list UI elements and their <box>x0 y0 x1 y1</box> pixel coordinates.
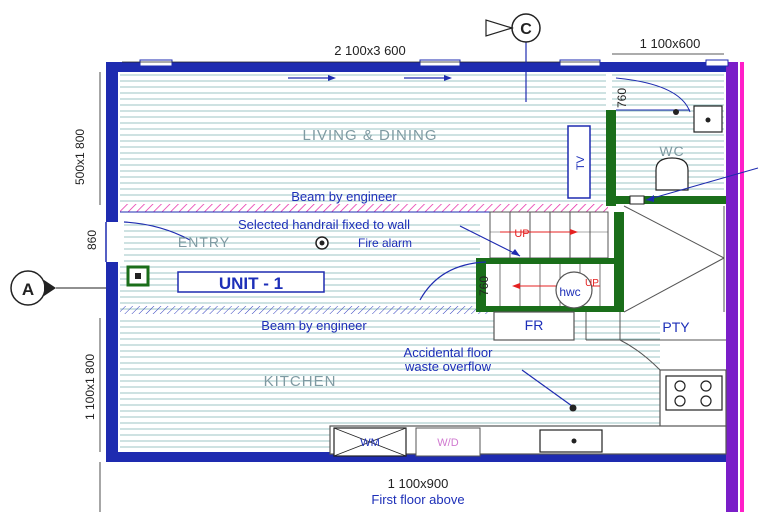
beam-lower <box>120 306 490 314</box>
room-kitchen: KITCHEN <box>264 373 337 390</box>
entry-floor <box>120 222 480 312</box>
note-beam-upper: Beam by engineer <box>291 189 397 204</box>
cooktop-burner-3 <box>674 395 686 407</box>
stair-up-arrowhead-1 <box>570 229 578 235</box>
dim-left-lower: 1 100x1 800 <box>83 354 97 420</box>
stair-wall-top <box>476 258 624 264</box>
dim-left-mid: 860 <box>85 230 99 250</box>
section-c-letter: C <box>520 21 532 38</box>
unit-label: UNIT - 1 <box>219 274 283 293</box>
window-top-2 <box>419 59 461 67</box>
wc-basin-drain <box>705 117 711 123</box>
note-overflow-1: Accidental floor <box>404 345 494 360</box>
dim-top-right: 1 100x600 <box>640 36 701 51</box>
wd-space <box>415 427 481 457</box>
stair-up-arrowhead-2 <box>512 283 520 289</box>
room-entry: ENTRY <box>178 234 230 250</box>
wc-wall-left <box>606 110 616 206</box>
dim-left-upper: 500x1 800 <box>73 129 87 185</box>
handrail-leader <box>459 225 521 257</box>
wall-right-purple <box>726 62 738 512</box>
beam-upper <box>120 204 608 212</box>
dim-door-top: 760 <box>615 88 629 108</box>
wc-wall-bottom <box>606 196 726 204</box>
wc-grate <box>629 195 645 205</box>
living-floor <box>120 72 606 204</box>
kitchen-sink-drain <box>571 438 577 444</box>
stair-up-label-2: UP <box>585 278 599 289</box>
dim-door-stair: 760 <box>477 276 491 296</box>
handrail-arrowhead <box>511 249 520 256</box>
cooktop-burner-1 <box>674 380 686 392</box>
label-hwc: hwc <box>559 285 580 299</box>
wc-toilet <box>655 157 689 191</box>
cooktop-burner-2 <box>700 380 712 392</box>
direction-arrowhead-1 <box>328 75 336 81</box>
tv-unit <box>567 125 591 199</box>
stair-wall-right <box>614 212 624 312</box>
note-overflow-2: waste overflow <box>404 359 492 374</box>
overflow-leader <box>521 369 573 407</box>
cooktop-burner-4 <box>700 395 712 407</box>
room-fr: FR <box>525 317 544 333</box>
kitchen-sink <box>539 429 603 453</box>
stair-treads <box>489 211 609 259</box>
unit-label-box <box>177 271 325 293</box>
note-fire-alarm: Fire alarm <box>358 236 412 250</box>
label-tv: TV <box>575 155 587 170</box>
cooktop <box>665 375 723 411</box>
stair-wall-bottom <box>476 306 624 312</box>
entry-door-gap <box>100 222 124 262</box>
stair-up-label-1: UP <box>514 228 529 240</box>
fridge-space <box>493 311 575 341</box>
room-pty: PTY <box>662 319 690 335</box>
first-floor-note: First floor above <box>371 492 464 507</box>
label-wm: WM <box>360 437 380 449</box>
window-top-1 <box>139 59 173 67</box>
dim-top-main: 2 100x3 600 <box>334 43 406 58</box>
entry-door-swing <box>123 221 191 241</box>
dim-bottom: 1 100x900 <box>388 476 449 491</box>
note-handrail: Selected handrail fixed to wall <box>238 217 410 232</box>
wall-bottom <box>106 452 728 462</box>
section-a-letter: A <box>22 280 34 299</box>
section-c-pointer <box>485 19 515 37</box>
room-wc: WC <box>659 143 684 159</box>
window-top-4 <box>705 59 729 67</box>
hwc-cylinder <box>555 271 593 309</box>
direction-arrowhead-2 <box>444 75 452 81</box>
stair-wall-left <box>476 258 486 312</box>
window-top-3 <box>559 59 601 67</box>
wc-leader-arrowhead <box>646 195 654 202</box>
floor-waste-point <box>569 404 577 412</box>
void-diag-1 <box>623 205 725 259</box>
room-living: LIVING & DINING <box>302 127 437 144</box>
meter-box-core <box>135 273 141 279</box>
pty-door <box>619 339 661 371</box>
stair-door-swing <box>419 261 487 301</box>
wall-right-magenta <box>740 62 744 512</box>
wc-fitting <box>673 109 679 115</box>
section-a-pointer <box>44 280 56 296</box>
note-beam-lower: Beam by engineer <box>261 318 367 333</box>
fire-alarm-center <box>319 240 325 246</box>
void-diag-2 <box>623 257 725 313</box>
wm-cross-2 <box>333 427 407 457</box>
wall-top <box>106 62 728 72</box>
wc-door-swing <box>615 77 691 113</box>
label-wd: W/D <box>437 437 458 449</box>
wc-leader-line <box>645 167 759 201</box>
